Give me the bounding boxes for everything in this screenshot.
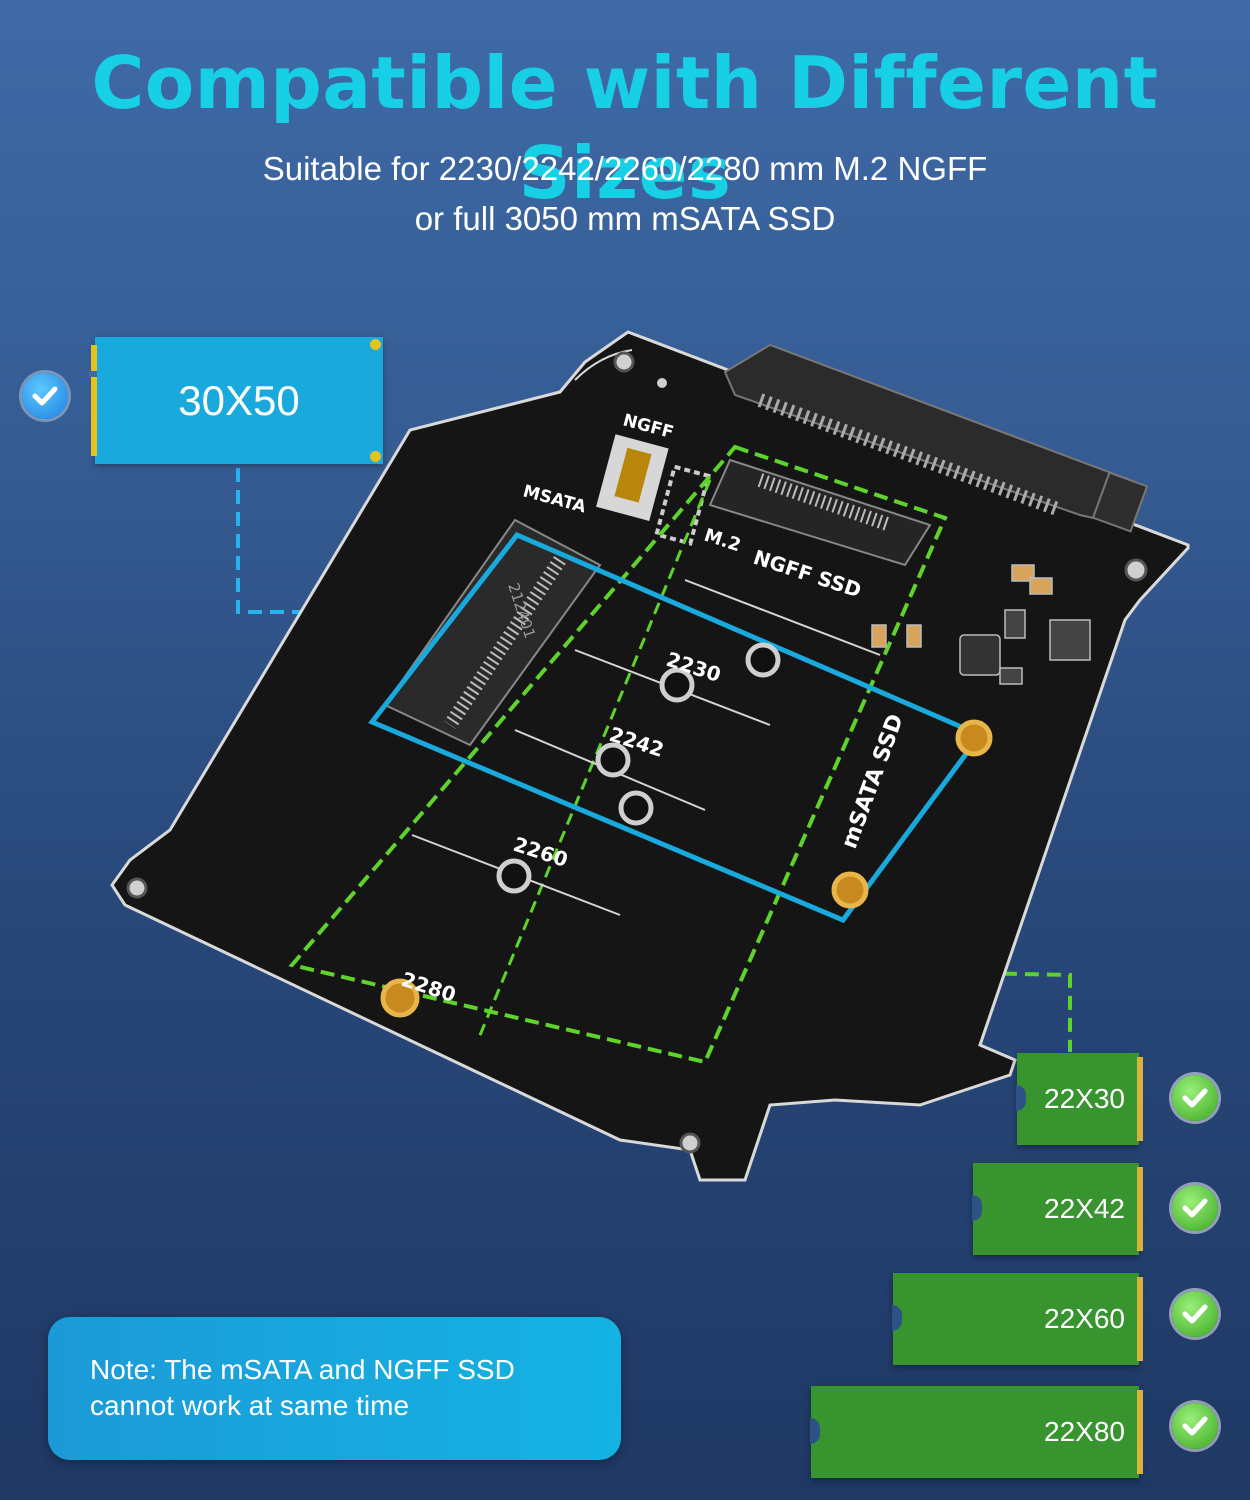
smd-components — [871, 564, 1091, 685]
mounting-holes — [380, 642, 993, 1018]
m2-slot — [708, 458, 932, 567]
ngff-size-label: 22X80 — [1044, 1416, 1125, 1447]
mount-dot — [370, 339, 381, 350]
gold-contacts — [1137, 1277, 1143, 1361]
ngff-size-label: 22X42 — [1044, 1193, 1125, 1224]
mode-switch — [596, 434, 711, 546]
ngff-center-divider — [476, 479, 712, 1041]
ngff-size-card-2230: 22X30 — [1016, 1053, 1143, 1145]
note-box: Note: The mSATA and NGFF SSD cannot work… — [48, 1317, 621, 1460]
subtitle-line-1: Suitable for 2230/2242/2260/2280 mm M.2 … — [262, 150, 988, 187]
gold-contacts — [1137, 1167, 1143, 1251]
gold-contacts — [1137, 1057, 1143, 1141]
sata-connector — [723, 343, 1149, 533]
check-icon — [1172, 1075, 1218, 1121]
ngff-size-label: 22X30 — [1044, 1083, 1125, 1114]
check-icon — [1172, 1403, 1218, 1449]
ngff-outline — [288, 444, 948, 1065]
ngff-size-card-2260: 22X60 — [892, 1273, 1143, 1365]
headline: Compatible with Different Sizes — [91, 41, 1159, 215]
msata-size-label: 30X50 — [178, 377, 300, 424]
gold-contacts — [1137, 1390, 1143, 1474]
note-line-2: cannot work at same time — [90, 1390, 410, 1421]
ngff-size-card-2280: 22X80 — [810, 1386, 1143, 1478]
msata-outline — [368, 531, 984, 924]
ngff-size-card-2242: 22X42 — [972, 1163, 1143, 1255]
check-icon — [1172, 1185, 1218, 1231]
key-notch — [89, 371, 97, 377]
check-icon — [22, 373, 68, 419]
subtitle-line-2: or full 3050 mm mSATA SSD — [414, 200, 836, 237]
key-notch — [810, 1418, 820, 1444]
msata-slot — [383, 518, 602, 747]
ngff-size-label: 22X60 — [1044, 1303, 1125, 1334]
key-notch — [892, 1305, 902, 1331]
msata-size-card: 30X50 — [89, 337, 383, 464]
note-line-1: Note: The mSATA and NGFF SSD — [90, 1354, 515, 1385]
key-notch — [1016, 1085, 1026, 1111]
key-notch — [972, 1195, 982, 1221]
mount-dot — [370, 451, 381, 462]
check-icon — [1172, 1291, 1218, 1337]
gold-contacts — [91, 345, 97, 456]
